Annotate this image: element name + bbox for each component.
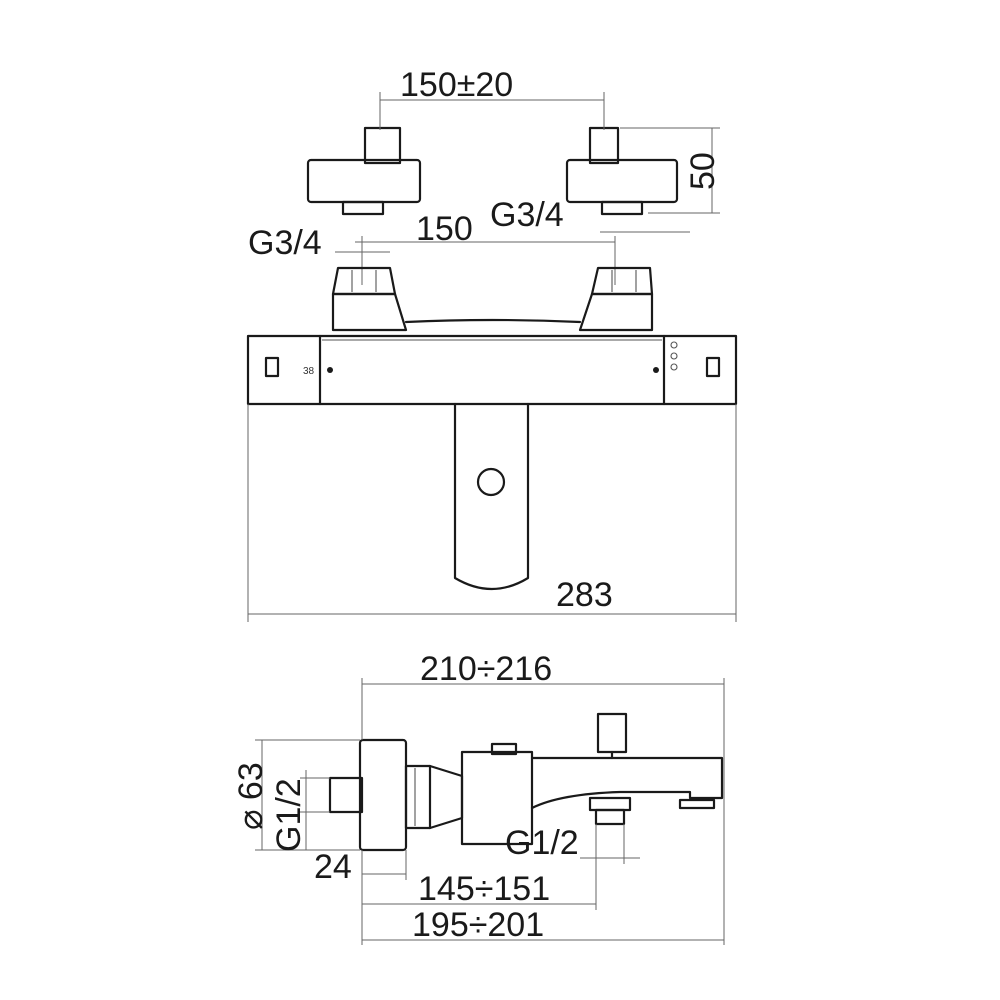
dim-label-g34-right: G3/4 [490,196,564,234]
eccentric-connector-left [306,126,422,216]
dim-label-150: 150 [416,210,473,248]
dim-inlet-distance-tolerance: 150±20 [379,66,605,130]
dim-spout-length: 210÷216 [361,650,725,945]
dim-overall-depth: 195÷201 [362,906,724,944]
dim-side-thread: G1/2 [270,770,330,852]
temperature-dial-marking: 38 [303,366,315,377]
dim-label-g12-outlet: G1/2 [505,824,579,862]
dim-label-g12-side: G1/2 [270,778,308,852]
dim-label-diameter-63: ⌀ 63 [232,762,270,830]
dim-label-150-20: 150±20 [400,66,513,104]
dim-label-145-151: 145÷151 [418,870,550,908]
body-top-connector [404,318,582,324]
dim-label-195-201: 195÷201 [412,906,544,944]
eccentric-connector-right [565,126,679,216]
dim-label-283: 283 [556,576,613,614]
side-view [328,712,724,852]
mixer-body: 38 [246,334,738,406]
dim-label-50: 50 [684,152,722,190]
dim-inlet-distance: 150 G3/4 G3/4 [248,196,690,285]
dim-eccentric-height: 50 [620,127,722,214]
dim-overall-width: 283 [247,404,737,622]
dim-diameter: ⌀ 63 [232,739,360,851]
shower-outlet-front [453,402,530,591]
dim-label-210-216: 210÷216 [420,650,552,688]
dim-label-g34-left: G3/4 [248,224,322,262]
inlet-nut-right [578,266,654,332]
dim-outlet-distance: 145÷151 [362,864,597,910]
dim-label-24: 24 [314,848,352,886]
dim-outlet-thread: G1/2 [505,824,640,864]
dim-depth: 24 [314,848,407,945]
inlet-nut-left [331,266,408,332]
